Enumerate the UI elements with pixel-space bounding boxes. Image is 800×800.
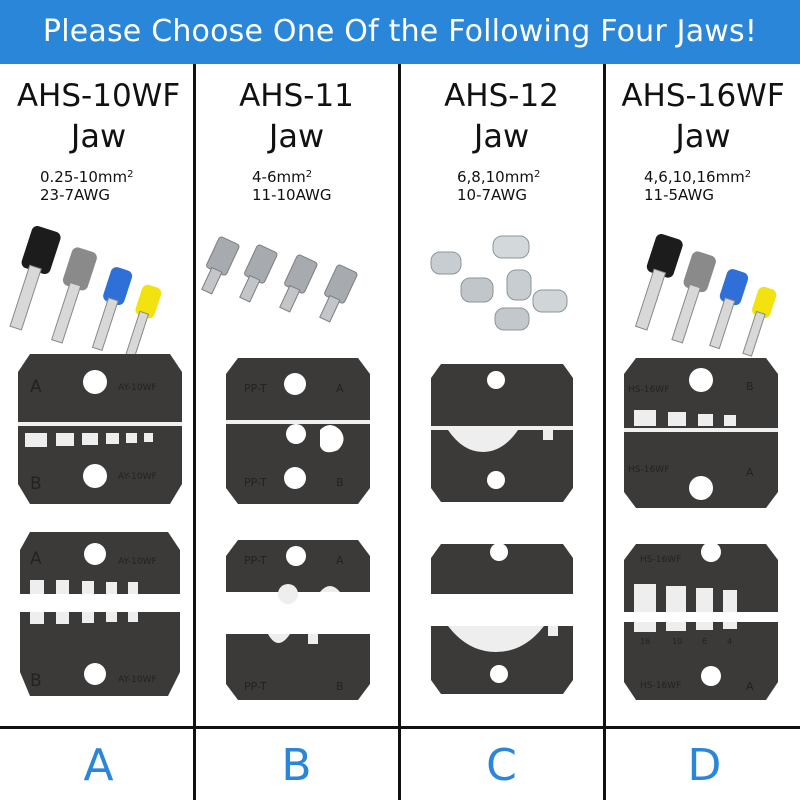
svg-text:4: 4 bbox=[727, 637, 732, 646]
row-divider bbox=[0, 726, 800, 729]
jaw-label: Jaw bbox=[473, 117, 530, 155]
die-illustration: PP-T A PP-T B PP-T A PP-T B bbox=[201, 236, 370, 700]
option-d-column[interactable]: AHS-16WF Jaw 4,6,10,16mm2 11-5AWG HS-16W… bbox=[606, 64, 800, 726]
svg-text:A: A bbox=[336, 382, 344, 395]
spec-mm: 4,6,10,16mm bbox=[644, 168, 745, 186]
svg-text:6: 6 bbox=[702, 637, 707, 646]
ferrule-set-icon bbox=[634, 234, 777, 357]
die-top-icon: A AY-10WF B AY-10WF bbox=[18, 354, 182, 504]
model-name: AHS-16WF bbox=[621, 78, 785, 114]
svg-text:PP-T: PP-T bbox=[244, 476, 267, 489]
jaw-label: Jaw bbox=[268, 117, 325, 155]
svg-text:HS-16WF: HS-16WF bbox=[628, 465, 669, 475]
spec-text: 6,8,10mm2 10-7AWG bbox=[457, 166, 540, 204]
svg-text:PP-T: PP-T bbox=[244, 554, 267, 567]
svg-text:B: B bbox=[30, 671, 42, 691]
spec-mm: 6,8,10mm bbox=[457, 168, 534, 186]
spec-awg: 11-10AWG bbox=[252, 186, 332, 204]
svg-text:16: 16 bbox=[640, 637, 650, 646]
jaw-label: Jaw bbox=[675, 117, 731, 155]
svg-text:A: A bbox=[30, 377, 42, 397]
svg-text:B: B bbox=[30, 474, 42, 494]
spec-sup: 2 bbox=[533, 169, 541, 180]
svg-text:PP-T: PP-T bbox=[244, 680, 267, 693]
die-bottom-icon bbox=[431, 543, 573, 694]
die-top-icon: HS-16WF B HS-16WF A bbox=[624, 358, 778, 508]
die-top-icon bbox=[431, 364, 573, 502]
spec-text: 4-6mm2 11-10AWG bbox=[252, 166, 331, 204]
title-banner: Please Choose One Of the Following Four … bbox=[0, 0, 800, 64]
die-bottom-icon: HS-16WF 16 10 6 4 HS-16WF A bbox=[624, 542, 778, 700]
die-bottom-icon: A AY-10WF B AY-10WF bbox=[20, 532, 180, 696]
option-b-label[interactable]: B bbox=[281, 740, 312, 791]
die-bottom-icon: PP-T A PP-T B bbox=[226, 540, 370, 700]
svg-text:HS-16WF: HS-16WF bbox=[640, 681, 681, 691]
spec-sup: 2 bbox=[744, 169, 752, 180]
svg-text:B: B bbox=[746, 380, 754, 393]
svg-text:B: B bbox=[336, 680, 344, 693]
model-name: AHS-11 bbox=[239, 78, 354, 114]
spec-awg: 23-7AWG bbox=[40, 186, 110, 204]
model-name: AHS-10WF bbox=[16, 78, 181, 114]
svg-text:HS-16WF: HS-16WF bbox=[628, 385, 669, 395]
die-illustration: A AY-10WF B AY-10WF A AY-10WF B AY-10WF bbox=[9, 226, 182, 696]
column-divider bbox=[398, 64, 401, 800]
option-d-label[interactable]: D bbox=[687, 740, 722, 791]
svg-text:PP-T: PP-T bbox=[244, 382, 267, 395]
svg-text:AY-10WF: AY-10WF bbox=[118, 675, 157, 685]
option-b-column[interactable]: AHS-11 Jaw 4-6mm2 11-10AWG PP-T A PP-T B bbox=[198, 64, 395, 726]
spec-mm: 4-6mm bbox=[252, 168, 306, 186]
spec-awg: 11-5AWG bbox=[644, 186, 714, 204]
spec-awg: 10-7AWG bbox=[457, 186, 527, 204]
banner-title: Please Choose One Of the Following Four … bbox=[42, 14, 758, 49]
column-divider bbox=[603, 64, 606, 800]
svg-text:AY-10WF: AY-10WF bbox=[118, 557, 157, 567]
copper-lug-icon bbox=[201, 236, 358, 323]
spec-mm: 0.25-10mm bbox=[40, 168, 128, 186]
svg-text:AY-10WF: AY-10WF bbox=[118, 472, 157, 482]
die-top-icon: PP-T A PP-T B bbox=[226, 358, 370, 504]
jaw-label: Jaw bbox=[70, 117, 127, 155]
aluminum-sleeve-icon bbox=[430, 235, 568, 331]
spec-text: 4,6,10,16mm2 11-5AWG bbox=[644, 166, 751, 204]
option-a-column[interactable]: AHS-10WF Jaw 0.25-10mm2 23-7AWG A AY-10W… bbox=[0, 64, 197, 726]
svg-text:A: A bbox=[746, 680, 754, 693]
die-illustration: HS-16WF B HS-16WF A HS-16WF 16 10 6 4 HS… bbox=[624, 234, 778, 700]
spec-text: 0.25-10mm2 23-7AWG bbox=[40, 166, 134, 204]
svg-text:A: A bbox=[30, 549, 42, 569]
spec-sup: 2 bbox=[127, 169, 134, 180]
svg-text:B: B bbox=[336, 476, 344, 489]
die-illustration bbox=[430, 235, 573, 694]
svg-text:A: A bbox=[746, 466, 754, 479]
ferrule-set-icon bbox=[9, 226, 162, 359]
svg-text:10: 10 bbox=[672, 637, 682, 646]
option-c-column[interactable]: AHS-12 Jaw 6,8,10mm2 10-7AWG bbox=[403, 64, 600, 726]
svg-text:AY-10WF: AY-10WF bbox=[118, 383, 157, 393]
svg-text:A: A bbox=[336, 554, 344, 567]
option-c-label[interactable]: C bbox=[486, 740, 517, 791]
spec-sup: 2 bbox=[305, 169, 313, 180]
option-a-label[interactable]: A bbox=[83, 740, 114, 791]
column-divider bbox=[193, 64, 196, 800]
svg-text:HS-16WF: HS-16WF bbox=[640, 555, 681, 565]
model-name: AHS-12 bbox=[444, 78, 559, 114]
